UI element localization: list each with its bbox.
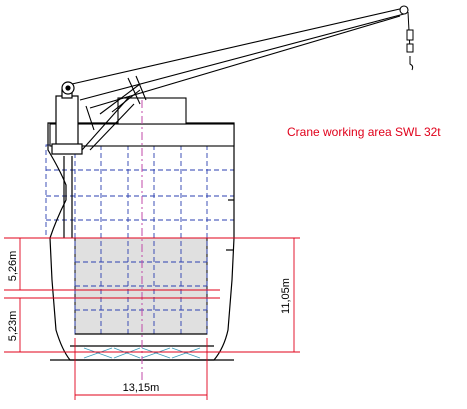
dim-lower-height: 5,23m (7, 311, 19, 342)
double-bottom-hatch (83, 347, 201, 359)
crane-caption: Crane working area SWL 32t (287, 125, 441, 139)
dim-upper-height: 5,26m (7, 251, 19, 282)
crane-hook (406, 11, 414, 71)
crane-pedestal (51, 81, 83, 238)
dim-total-height: 11,05m (280, 278, 292, 314)
crane-boom (71, 5, 409, 151)
dimension-lines (4, 237, 300, 400)
dim-width: 13,15m (123, 382, 160, 394)
